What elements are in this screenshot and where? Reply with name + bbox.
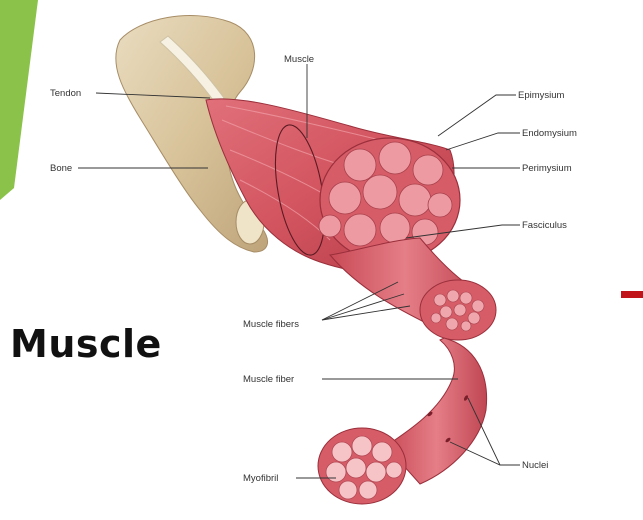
label-bone: Bone (50, 163, 72, 174)
label-epimysium: Epimysium (518, 90, 565, 101)
label-endomysium: Endomysium (522, 128, 577, 139)
fasciculus-cross-section (420, 280, 496, 340)
label-perimysium: Perimysium (522, 163, 572, 174)
label-myofibril: Myofibril (243, 473, 278, 484)
label-muscle-fiber: Muscle fiber (243, 374, 294, 385)
label-nuclei: Nuclei (522, 460, 548, 471)
myofibril-cross-section (318, 428, 406, 504)
slide-title: Muscle (10, 322, 162, 366)
label-fasciculus: Fasciculus (522, 220, 567, 231)
arrow-indicator (621, 291, 643, 298)
label-tendon: Tendon (50, 88, 81, 99)
label-muscle: Muscle (284, 54, 314, 65)
label-muscle-fibers: Muscle fibers (243, 319, 299, 330)
